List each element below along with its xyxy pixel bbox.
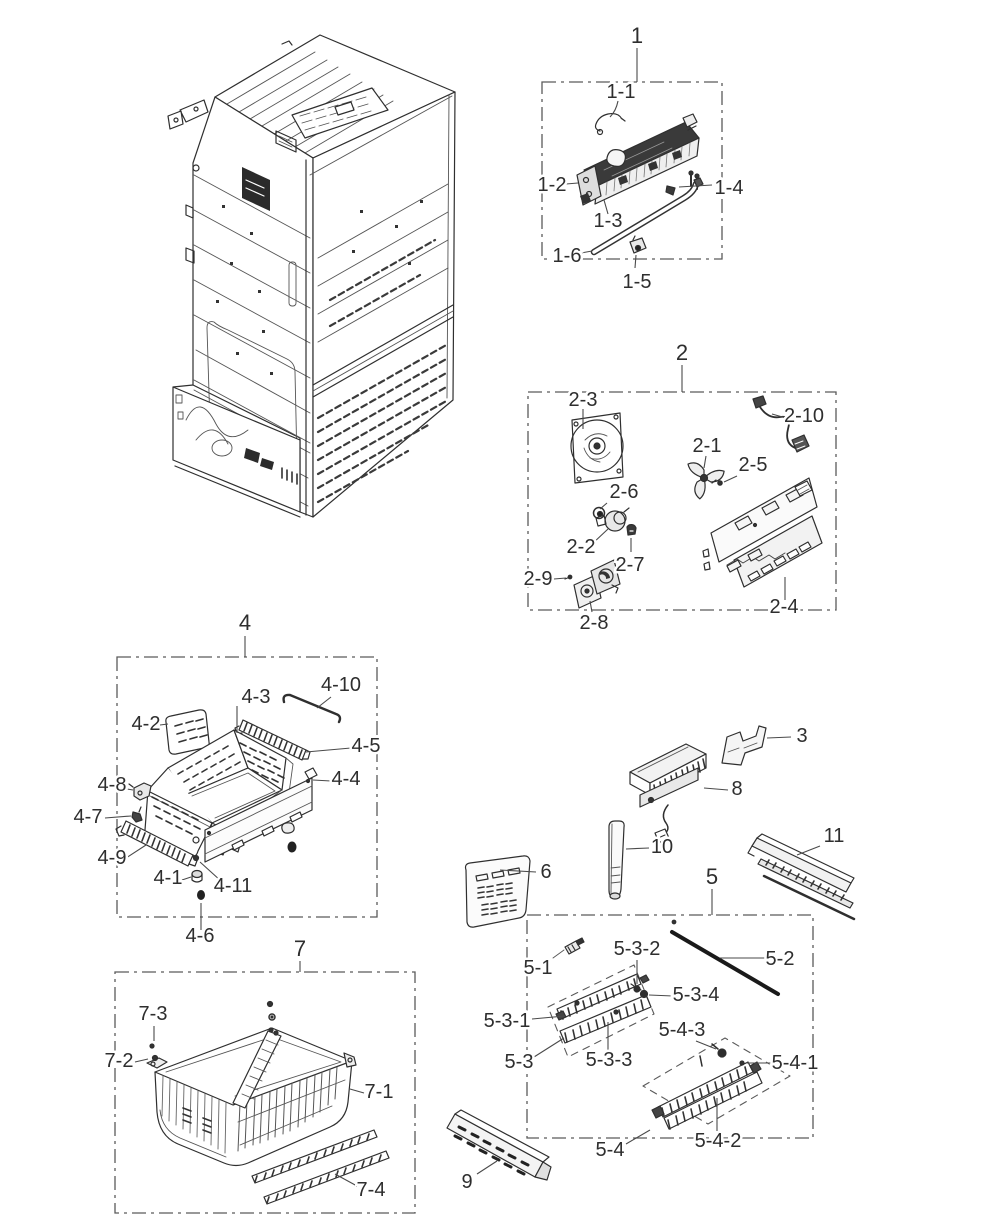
callout-2-1-label: 2-1	[693, 435, 722, 457]
callout-4-2-label: 4-2	[132, 713, 161, 735]
group-5-boundary	[526, 914, 814, 1139]
callout-5-3-label: 5-3	[505, 1051, 534, 1073]
basket-drawing	[146, 1000, 390, 1205]
bracket-3-drawing	[721, 725, 767, 766]
callout-2-10-label: 2-10	[784, 405, 824, 427]
callout-4-5-label: 4-5	[352, 735, 381, 757]
callout-4-label: 4	[239, 610, 251, 635]
rail-11-drawing	[747, 833, 856, 921]
refrigerator-cabinet-drawing	[167, 34, 456, 518]
group-7: 7 7-1 7-2 7-3 7-4	[102, 934, 416, 1214]
callout-2-label: 2	[676, 340, 688, 365]
callout-6-label: 6	[540, 861, 551, 883]
callout-4-4-label: 4-4	[332, 768, 361, 790]
callout-2-7-label: 2-7	[616, 554, 645, 576]
callout-7-3-label: 7-3	[139, 1003, 168, 1025]
tube-10-drawing	[608, 820, 625, 900]
callout-5-3-1-label: 5-3-1	[484, 1010, 531, 1032]
callout-2-3-label: 2-3	[569, 389, 598, 411]
callout-11-label: 11	[824, 825, 845, 847]
callout-1-5-label: 1-5	[623, 271, 652, 293]
group-5: 5 5-1 5-2 5-3 5-3-1 5-3-2 5-3-3 5-3-4 5-…	[481, 862, 821, 1164]
callout-10-label: 10	[651, 836, 673, 858]
callout-4-8-label: 4-8	[98, 774, 127, 796]
callout-2-5-label: 2-5	[739, 454, 768, 476]
callout-1-2-label: 1-2	[538, 174, 567, 196]
callout-4-7-label: 4-7	[74, 806, 103, 828]
callout-2-2-label: 2-2	[567, 536, 596, 558]
group-7-boundary	[114, 971, 416, 1214]
callout-5-4-1-label: 5-4-1	[772, 1052, 819, 1074]
group-2: 2 2-1 2-2 2-3 2-4 2-5 2-6 2-7 2-8 2-9 2-…	[521, 338, 837, 637]
group-4: 4 4-1 4-2 4-3 4-4 4-5 4-6 4-7 4-8 4-9 4-…	[71, 608, 383, 950]
callout-8-label: 8	[731, 778, 742, 800]
grille-6-drawing	[464, 855, 531, 928]
fan-and-cover-drawing	[564, 395, 823, 609]
callout-4-9-label: 4-9	[98, 847, 127, 869]
callout-4-10-label: 4-10	[321, 674, 361, 696]
callout-4-3-label: 4-3	[242, 686, 271, 708]
callout-5-1-label: 5-1	[524, 957, 553, 979]
drawer-assembly-drawing	[115, 693, 342, 900]
callout-1-1-label: 1-1	[607, 81, 636, 103]
callout-5-3-2-label: 5-3-2	[614, 938, 661, 960]
standalone-parts: 3 8 10 11	[446, 723, 856, 1196]
callout-5-3-3-label: 5-3-3	[586, 1049, 633, 1071]
callout-5-4-label: 5-4	[596, 1139, 625, 1161]
callout-7-1-label: 7-1	[365, 1081, 394, 1103]
callout-4-1-label: 4-1	[154, 867, 183, 889]
callout-5-4-3-label: 5-4-3	[659, 1019, 706, 1041]
callout-2-4-label: 2-4	[770, 596, 799, 618]
callout-1-3-label: 1-3	[594, 210, 623, 232]
callout-1-4-label: 1-4	[715, 177, 744, 199]
ice-maker-assembly-drawing	[576, 112, 704, 256]
grille-9-drawing	[446, 1109, 552, 1181]
callout-7-4-label: 7-4	[357, 1179, 386, 1201]
callout-5-2-label: 5-2	[766, 948, 795, 970]
callout-5-3-4-label: 5-3-4	[673, 984, 720, 1006]
callout-2-6-label: 2-6	[610, 481, 639, 503]
group-1: 1 1-1 1-2 1-3 1-4 1-5 1-6	[535, 21, 746, 296]
callout-5-4-2-label: 5-4-2	[695, 1130, 742, 1152]
callout-7-label: 7	[294, 936, 306, 961]
callout-7-2-label: 7-2	[105, 1050, 134, 1072]
callout-3-label: 3	[796, 725, 807, 747]
callout-1-6-label: 1-6	[553, 245, 582, 267]
callout-2-9-label: 2-9	[524, 568, 553, 590]
group-1-boundary	[541, 81, 723, 260]
callout-2-8-label: 2-8	[580, 612, 609, 634]
auger-motor-8-drawing	[629, 743, 707, 844]
callout-5-label: 5	[706, 864, 718, 889]
callout-4-6-label: 4-6	[186, 925, 215, 947]
callout-1-label: 1	[631, 23, 643, 48]
group-2-boundary	[527, 391, 837, 611]
rail-kit-drawing	[547, 919, 791, 1130]
callout-4-11-label: 4-11	[214, 875, 253, 897]
callout-9-label: 9	[461, 1171, 472, 1193]
